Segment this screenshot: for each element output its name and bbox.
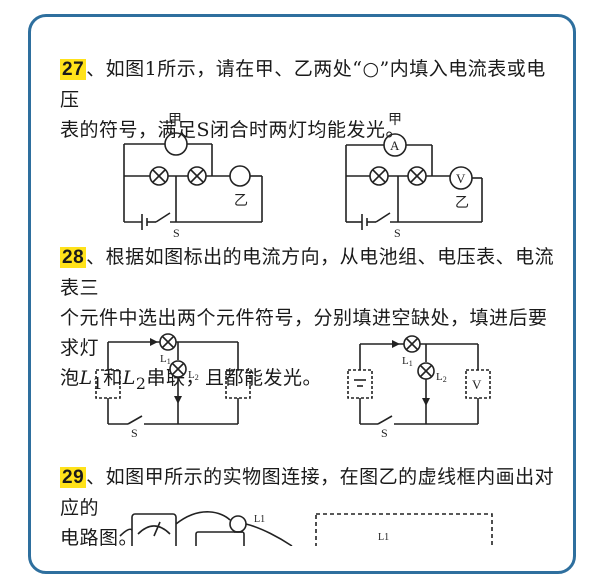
question-29-number: 29 xyxy=(60,467,87,488)
question-27-number: 27 xyxy=(60,59,87,80)
question-29-line-2: 电路图。 xyxy=(60,527,139,549)
q28-right-switch xyxy=(377,415,393,425)
question-28-line-1: 28、根据如图标出的电流方向，从电池组、电压表、电流表三 xyxy=(60,246,555,299)
q27-left-label-jia: 甲 xyxy=(168,113,182,128)
q27-left-lamp-1 xyxy=(149,166,169,186)
q27-circuit-right: 甲 A V 乙 S xyxy=(345,113,483,240)
q28-right-label-s: S xyxy=(381,426,388,440)
q29-meter xyxy=(131,513,177,546)
q28-circuit-right: L1 L2 V S xyxy=(347,335,491,440)
q27-left-lamp-2 xyxy=(187,166,207,186)
q28-left-switch xyxy=(127,415,143,425)
q28-right-lamp-1 xyxy=(403,335,421,353)
q29-physical-diagram: L1 xyxy=(119,511,293,546)
question-28-line-2: 个元件中选出两个元件符号，分别填进空缺处，填进后要求灯 xyxy=(60,307,548,359)
q28-left-lamp-2 xyxy=(169,360,187,378)
question-27-line-2: 表的符号，满足S闭合时两灯均能发光。 xyxy=(60,119,406,141)
question-28-line-3: 泡L1和L2串联，且都能发光。 xyxy=(60,367,322,393)
q28-right-voltmeter-label: V xyxy=(472,377,482,392)
question-28-number: 28 xyxy=(60,247,87,268)
q28-left-lamp-1-label: L1 xyxy=(160,353,171,366)
q29-bulb xyxy=(229,515,247,533)
q27-right-label-jia: 甲 xyxy=(388,113,402,128)
q28-circuit-left: L1 L2 S xyxy=(95,333,251,440)
q28-right-battery-box xyxy=(347,369,373,399)
q27-left-switch xyxy=(155,212,171,223)
question-27: 27、如图1所示，请在甲、乙两处“○”内填入电流表或电压 表的符号，满足S闭合时… xyxy=(60,54,560,145)
q28-right-lamp-2 xyxy=(417,362,435,380)
question-29: 29、如图甲所示的实物图连接，在图乙的虚线框内画出对应的 电路图。 xyxy=(60,462,560,553)
q28-left-lamp-2-label: L2 xyxy=(188,369,199,382)
q27-right-lamp-1 xyxy=(369,166,389,186)
q27-left-meter-yi xyxy=(229,165,251,187)
q27-right-lamp-2 xyxy=(407,166,427,186)
q29-battery xyxy=(195,531,245,546)
q28-left-blank-2 xyxy=(225,369,251,399)
q27-circuit-left: 甲 乙 S xyxy=(123,113,263,240)
q27-left-label-s: S xyxy=(173,226,180,240)
q27-left-label-yi: 乙 xyxy=(234,193,248,209)
q27-right-label-s: S xyxy=(394,226,401,240)
q27-right-switch xyxy=(375,212,391,223)
q28-left-label-s: S xyxy=(131,426,138,440)
q28-right-lamp-2-label: L2 xyxy=(436,371,447,384)
q27-left-meter-jia xyxy=(164,132,188,156)
q29-answer-lamp-label: L1 xyxy=(378,532,389,543)
q29-bulb-label: L1 xyxy=(254,514,265,525)
question-27-line-1: 27、如图1所示，请在甲、乙两处“○”内填入电流表或电压 xyxy=(60,58,546,111)
question-29-line-1: 29、如图甲所示的实物图连接，在图乙的虚线框内画出对应的 xyxy=(60,466,555,519)
q28-right-lamp-1-label: L1 xyxy=(402,355,413,368)
circuit-figures: 甲 乙 S 甲 A xyxy=(95,113,493,546)
q28-left-lamp-1 xyxy=(159,333,177,351)
q27-right-label-yi: 乙 xyxy=(455,195,469,211)
q28-right-voltmeter-box xyxy=(465,369,491,399)
q27-right-ammeter-label: A xyxy=(390,138,400,153)
q27-right-voltmeter-label: V xyxy=(456,171,466,186)
q29-answer-box: L1 xyxy=(315,513,493,546)
question-28: 28、根据如图标出的电流方向，从电池组、电压表、电流表三 个元件中选出两个元件符… xyxy=(60,242,560,399)
q28-left-blank-1 xyxy=(95,369,121,399)
